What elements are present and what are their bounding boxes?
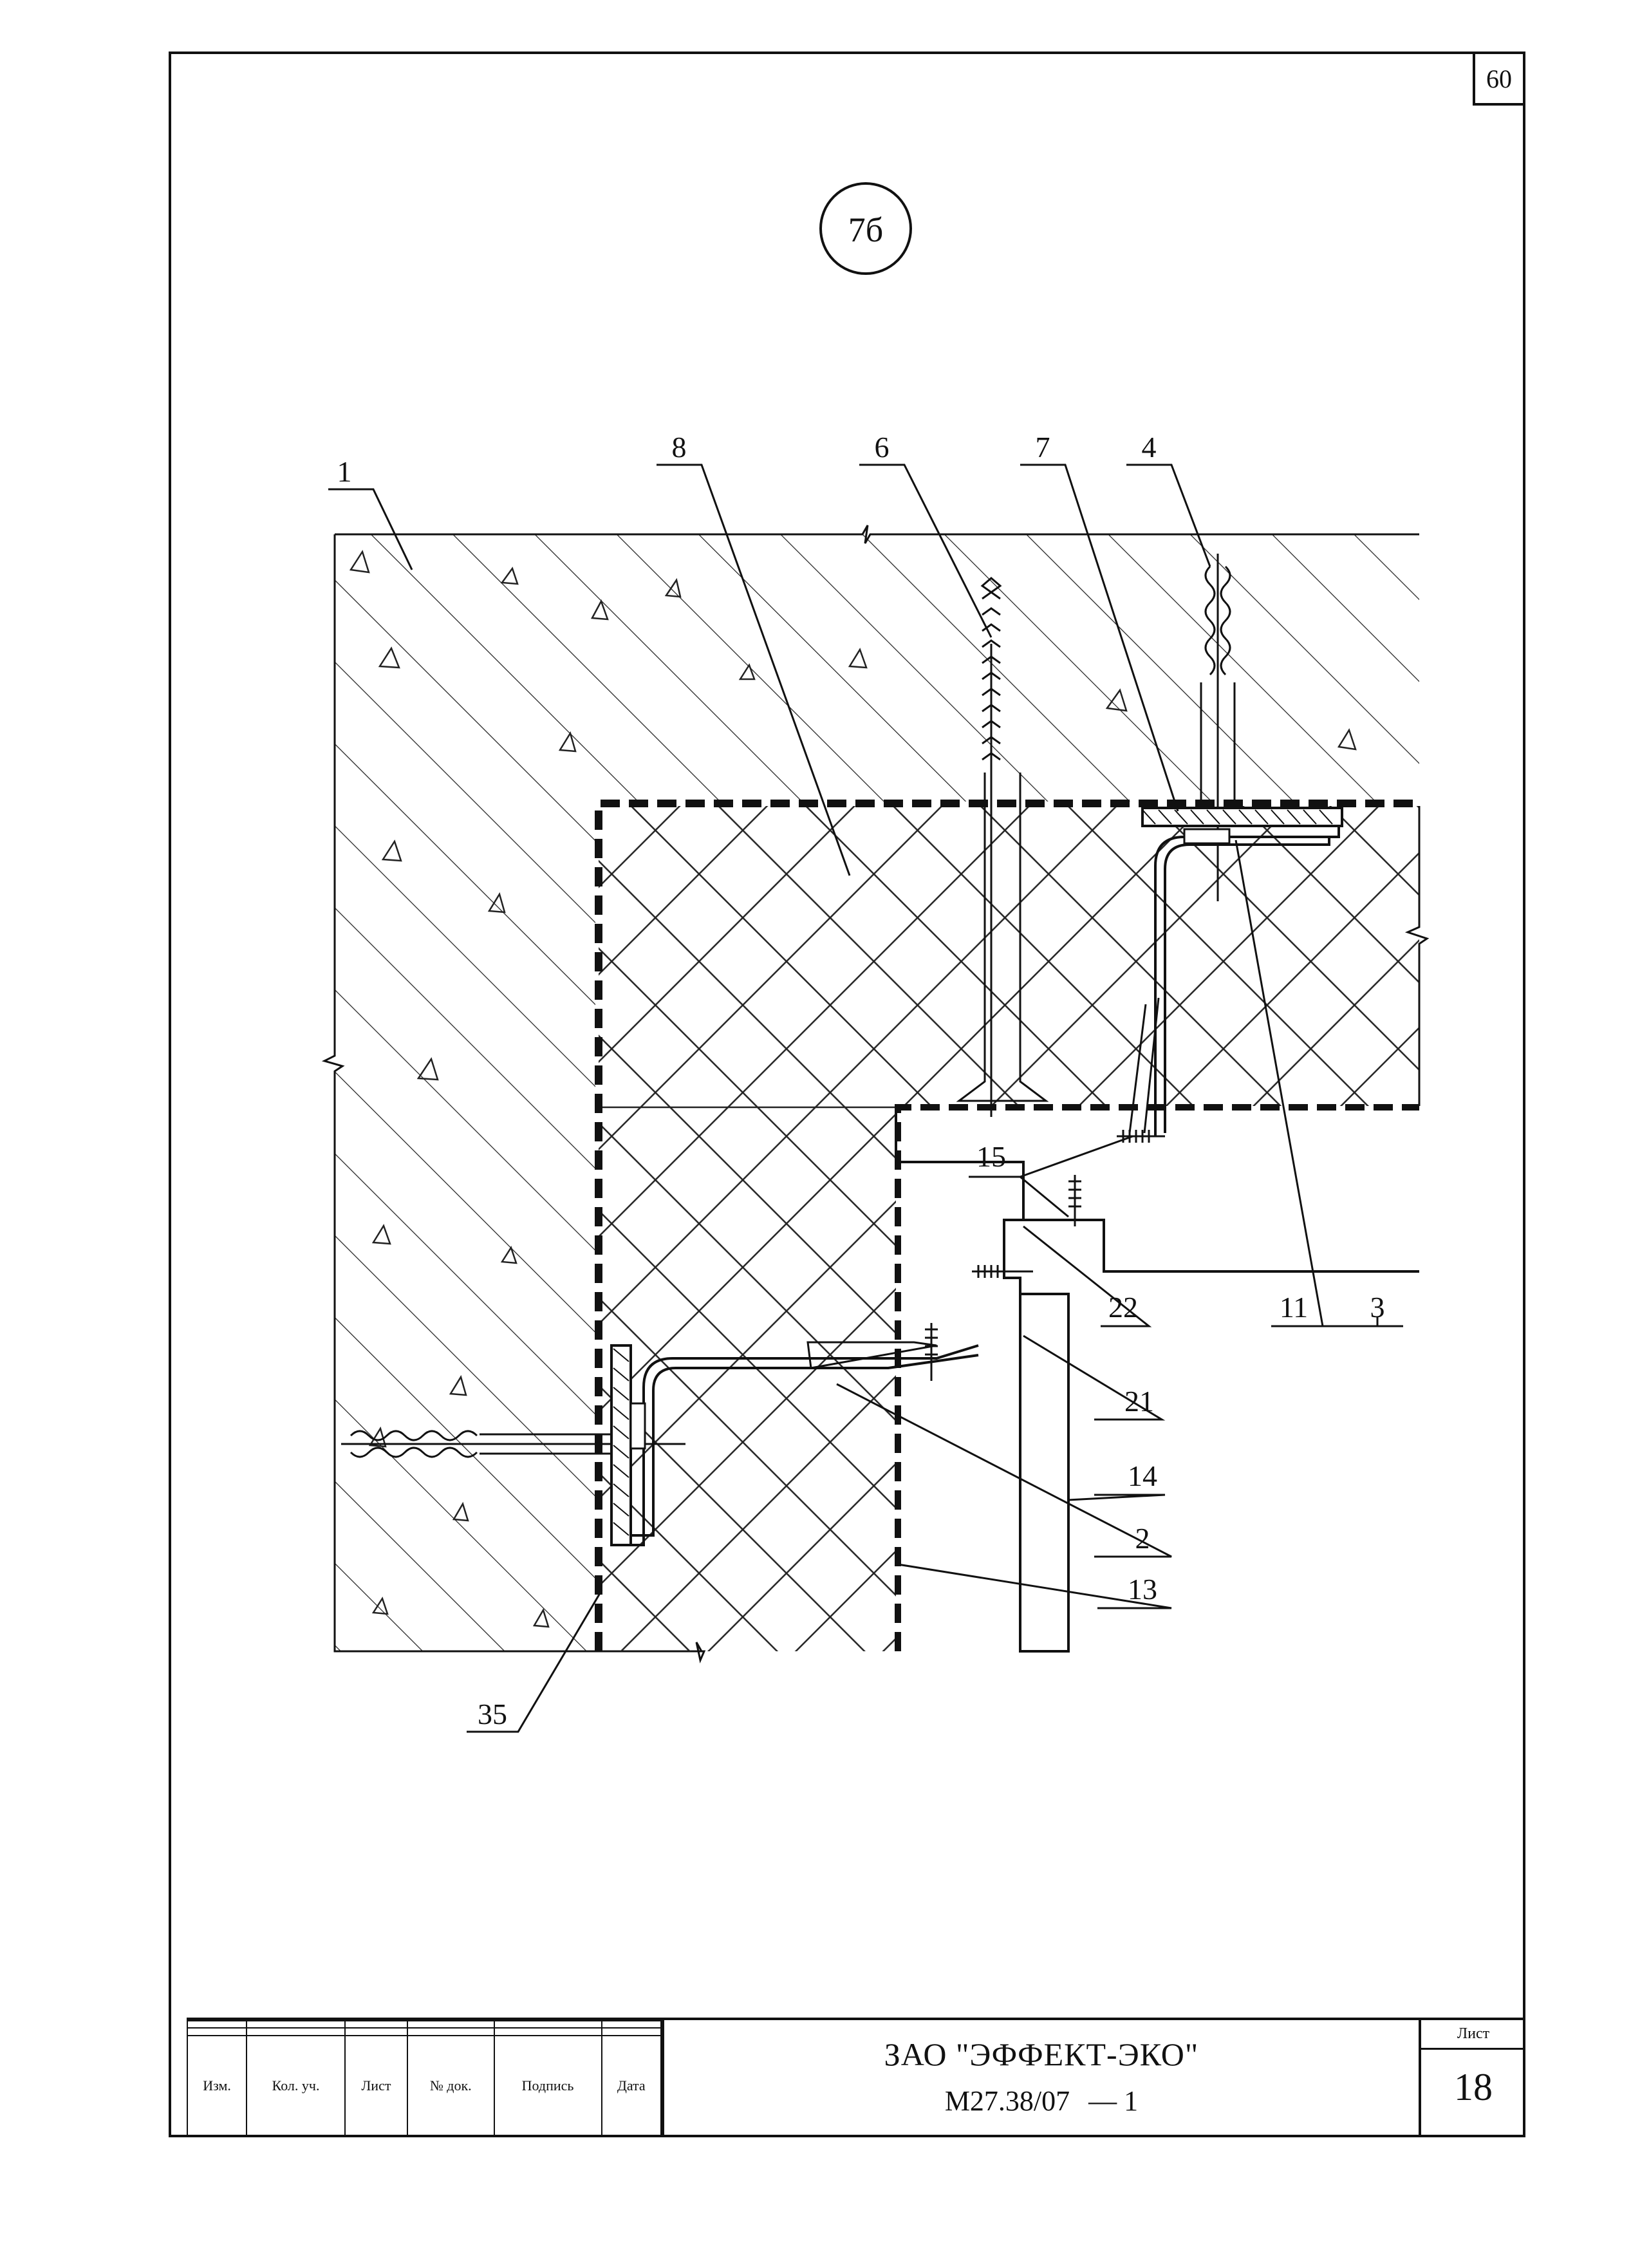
callout-8: 8 xyxy=(672,431,687,464)
sheet-frame xyxy=(169,52,1525,2137)
membrane xyxy=(595,800,1419,1651)
bracket-bottom xyxy=(610,1341,979,1546)
sheet-number: 18 xyxy=(1454,2066,1493,2108)
callout-labels: 1 8 6 7 4 15 22 11 3 21 14 2 13 35 xyxy=(337,431,1385,1730)
col-signature: Подпись xyxy=(493,2034,602,2137)
callout-15: 15 xyxy=(976,1140,1006,1173)
col-doc-no: № док. xyxy=(406,2034,495,2137)
callout-14: 14 xyxy=(1128,1459,1157,1492)
fasteners xyxy=(925,1130,1165,1381)
revision-table: Изм. Кол. уч. Лист № док. Подпись Дата xyxy=(186,2020,662,2137)
col-kol-uch: Кол. уч. xyxy=(246,2034,346,2137)
title-main: ЗАО "ЭФФЕКТ-ЭКО" М27.38/07 — 1 xyxy=(662,2020,1421,2137)
callout-6: 6 xyxy=(875,431,890,464)
callout-1: 1 xyxy=(337,455,352,488)
callout-21: 21 xyxy=(1124,1385,1154,1418)
callout-22: 22 xyxy=(1108,1291,1138,1324)
document-code-line: М27.38/07 — 1 xyxy=(664,2085,1419,2117)
document-suffix: — 1 xyxy=(1088,2085,1139,2117)
page-number: 60 xyxy=(1486,64,1512,93)
detail-mark-text: 7б xyxy=(848,211,883,249)
callout-4: 4 xyxy=(1142,431,1157,464)
col-izm: Изм. xyxy=(186,2034,248,2137)
document-code: М27.38/07 xyxy=(944,2085,1070,2117)
callout-2: 2 xyxy=(1135,1522,1150,1555)
insulation-layer xyxy=(599,806,1430,1651)
callout-11: 11 xyxy=(1280,1291,1308,1324)
callout-35: 35 xyxy=(478,1698,507,1730)
company-name: ЗАО "ЭФФЕКТ-ЭКО" xyxy=(884,2036,1199,2072)
concrete-wall xyxy=(321,525,1419,1664)
reveal-board xyxy=(1019,1293,1070,1653)
callout-13: 13 xyxy=(1128,1573,1157,1606)
detail-mark: 7б xyxy=(819,182,912,275)
col-list: Лист xyxy=(344,2034,408,2137)
title-block: Изм. Кол. уч. Лист № док. Подпись Дата З… xyxy=(186,2018,1525,2137)
callout-3: 3 xyxy=(1370,1291,1385,1324)
insulation-dowel xyxy=(956,577,1049,1117)
bracket-top xyxy=(1128,807,1343,1136)
window-frame-profile xyxy=(895,1106,1419,1651)
sheet-cell: Лист 18 xyxy=(1421,2020,1525,2137)
callout-7: 7 xyxy=(1036,431,1050,464)
sheet-label: Лист xyxy=(1421,2025,1525,2050)
col-date: Дата xyxy=(601,2034,662,2137)
page-number-box: 60 xyxy=(1473,52,1525,106)
